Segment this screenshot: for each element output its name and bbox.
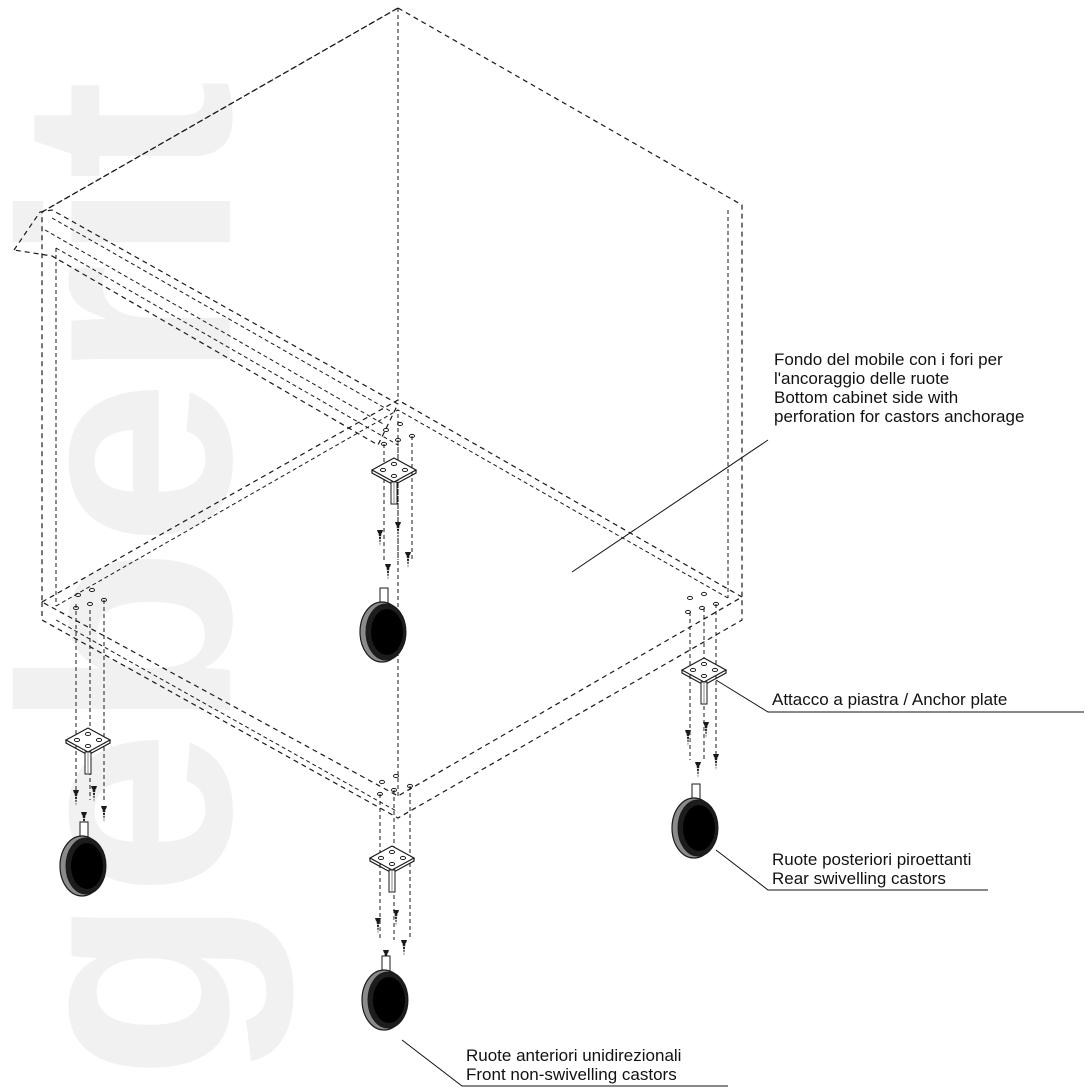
screw bbox=[401, 940, 407, 956]
bottom-panel-label-line2: l'ancoraggio delle ruote bbox=[774, 369, 950, 388]
screw bbox=[101, 806, 107, 822]
anchor-hole bbox=[89, 587, 95, 593]
cabinet-outline bbox=[12, 7, 743, 819]
castor-wheel bbox=[359, 587, 407, 663]
anchor-plate-label: Attacco a piastra / Anchor plate bbox=[772, 690, 1007, 709]
leader-anchor-plate bbox=[715, 679, 1084, 713]
castor-front-center bbox=[361, 786, 416, 1031]
front-castors-label-line1: Ruote anteriori unidirezionali bbox=[466, 1046, 682, 1065]
screw bbox=[91, 786, 97, 802]
bottom-panel-label-line4: perforation for castors anchorage bbox=[774, 407, 1025, 426]
castor-assemblies bbox=[59, 436, 728, 1031]
front-castors-label-line2: Front non-swivelling castors bbox=[466, 1065, 677, 1084]
bottom-panel-label: Fondo del mobile con i fori per l'ancora… bbox=[774, 350, 1024, 426]
anchor-hole bbox=[87, 601, 93, 607]
castor-wheel bbox=[671, 783, 719, 859]
screw bbox=[695, 762, 701, 778]
screw bbox=[703, 722, 709, 738]
anchor-plate bbox=[64, 727, 112, 775]
rear-castors-label-line1: Ruote posteriori piroettanti bbox=[772, 850, 972, 869]
screw bbox=[395, 522, 401, 538]
screw bbox=[685, 730, 691, 746]
screw bbox=[73, 790, 79, 806]
bottom-panel-label-line1: Fondo del mobile con i fori per bbox=[774, 350, 1003, 369]
anchor-hole bbox=[379, 779, 385, 785]
rear-castors-label-line2: Rear swivelling castors bbox=[772, 869, 946, 888]
watermark-text: geberit bbox=[0, 80, 296, 1080]
castor-rear-center bbox=[359, 436, 418, 663]
anchor-plate bbox=[680, 657, 728, 705]
castor-wheel bbox=[361, 955, 409, 1031]
bottom-panel-label-line3: Bottom cabinet side with bbox=[774, 388, 959, 407]
screw bbox=[713, 754, 719, 770]
anchor-hole bbox=[397, 421, 403, 427]
castor-front-left bbox=[59, 600, 112, 897]
leader-lines bbox=[401, 439, 1084, 1087]
anchor-hole bbox=[687, 595, 693, 601]
leader-rear-castors bbox=[715, 849, 988, 891]
anchor-hole bbox=[393, 773, 399, 779]
leader-front-castors bbox=[401, 1039, 728, 1087]
anchor-hole bbox=[701, 591, 707, 597]
screw bbox=[385, 564, 391, 580]
screw bbox=[377, 530, 383, 546]
screw bbox=[375, 918, 381, 934]
anchor-plate bbox=[370, 457, 418, 505]
anchor-hole bbox=[383, 427, 389, 433]
front-castors-label: Ruote anteriori unidirezionali Front non… bbox=[466, 1046, 681, 1084]
anchor-plate bbox=[368, 845, 416, 893]
screw bbox=[393, 910, 399, 926]
anchor-plate-label-line1: Attacco a piastra / Anchor plate bbox=[772, 690, 1008, 709]
rear-castors-label: Ruote posteriori piroettanti Rear swivel… bbox=[772, 850, 971, 888]
screw bbox=[405, 552, 411, 568]
anchor-hole bbox=[75, 592, 81, 598]
castor-rear-right bbox=[671, 604, 728, 859]
leader-bottom-panel bbox=[571, 439, 769, 573]
castor-wheel bbox=[59, 821, 107, 897]
